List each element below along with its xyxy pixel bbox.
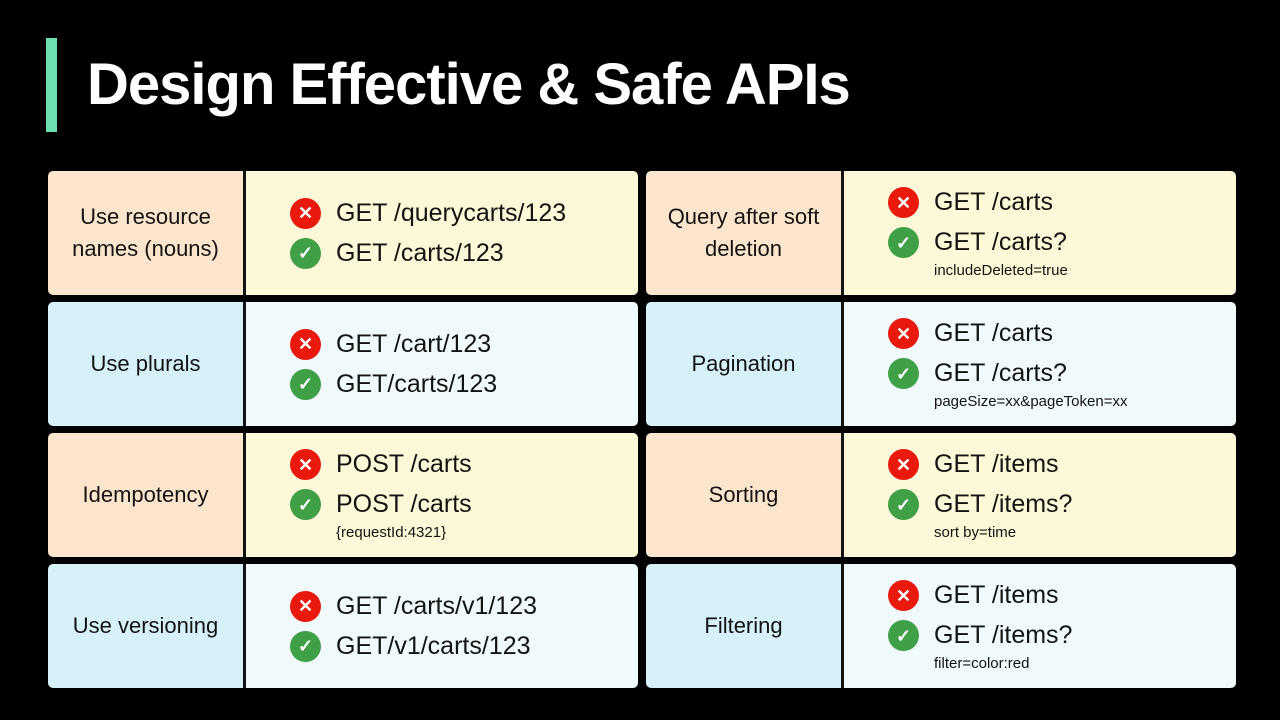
example-subtext: {requestId:4321} (336, 524, 447, 541)
cross-icon: ✕ (888, 187, 919, 218)
bad-example-text: GET /querycarts/123 (336, 198, 567, 227)
good-example-text: GET /items? (934, 621, 1073, 649)
examples-cell: ✕ GET /items ✓ GET /items? sort by=time (844, 433, 1236, 557)
check-icon: ✓ (888, 620, 919, 651)
practice-label: Sorting (646, 433, 844, 557)
good-example: ✓ POST /carts (290, 489, 638, 520)
good-example-text: GET /carts/123 (336, 238, 504, 267)
practice-label: Idempotency (48, 433, 246, 557)
good-example-text: GET/carts/123 (336, 369, 498, 398)
good-example: ✓ GET/v1/carts/123 (290, 630, 638, 662)
examples-cell: ✕ POST /carts ✓ POST /carts {requestId:4… (246, 433, 638, 557)
good-example: ✓ GET/carts/123 (290, 368, 638, 400)
practice-label: Pagination (646, 302, 844, 426)
good-example: ✓ GET /items? (888, 620, 1236, 651)
good-example-text: POST /carts (336, 490, 472, 518)
bad-example: ✕ GET /items (888, 580, 1236, 611)
practice-label: Query after soft deletion (646, 171, 844, 295)
good-example-text: GET /items? (934, 490, 1073, 518)
good-example: ✓ GET /carts? (888, 227, 1236, 258)
card-soft-deletion: Query after soft deletion ✕ GET /carts ✓… (646, 171, 1236, 295)
example-subtext: sort by=time (934, 524, 1017, 541)
bad-example: ✕ GET /items (888, 449, 1236, 480)
api-practices-table: Use resource names (nouns) ✕ GET /queryc… (48, 171, 1236, 688)
table-row: Use resource names (nouns) ✕ GET /queryc… (48, 171, 1236, 295)
card-sorting: Sorting ✕ GET /items ✓ GET /items? sort … (646, 433, 1236, 557)
bad-example: ✕ GET /carts (888, 187, 1236, 218)
table-row: Idempotency ✕ POST /carts ✓ POST /carts … (48, 433, 1236, 557)
table-row: Use versioning ✕ GET /carts/v1/123 ✓ GET… (48, 564, 1236, 688)
bad-example-text: POST /carts (336, 450, 472, 478)
accent-bar (46, 38, 57, 132)
bad-example-text: GET /carts (934, 319, 1054, 347)
check-icon: ✓ (888, 227, 919, 258)
bad-example: ✕ POST /carts (290, 449, 638, 480)
examples-cell: ✕ GET /cart/123 ✓ GET/carts/123 (246, 302, 638, 426)
check-icon: ✓ (888, 489, 919, 520)
practice-label: Use versioning (48, 564, 246, 688)
cross-icon: ✕ (290, 449, 321, 480)
good-example: ✓ GET /carts? (888, 358, 1236, 389)
example-subtext: filter=color:red (934, 655, 1030, 672)
bad-example-text: GET /items (934, 450, 1059, 478)
examples-cell: ✕ GET /carts ✓ GET /carts? pageSize=xx&p… (844, 302, 1236, 426)
table-row: Use plurals ✕ GET /cart/123 ✓ GET/carts/… (48, 302, 1236, 426)
bad-example: ✕ GET /carts/v1/123 (290, 590, 638, 622)
examples-cell: ✕ GET /carts/v1/123 ✓ GET/v1/carts/123 (246, 564, 638, 688)
example-subtext: includeDeleted=true (934, 262, 1068, 279)
bad-example: ✕ GET /querycarts/123 (290, 197, 638, 229)
good-example-text: GET /carts? (934, 228, 1067, 256)
check-icon: ✓ (888, 358, 919, 389)
bad-example: ✕ GET /carts (888, 318, 1236, 349)
bad-example-text: GET /items (934, 581, 1059, 609)
bad-example-text: GET /carts/v1/123 (336, 591, 538, 620)
card-filtering: Filtering ✕ GET /items ✓ GET /items? fil… (646, 564, 1236, 688)
cross-icon: ✕ (290, 328, 321, 360)
check-icon: ✓ (290, 237, 321, 269)
bad-example: ✕ GET /cart/123 (290, 328, 638, 360)
card-idempotency: Idempotency ✕ POST /carts ✓ POST /carts … (48, 433, 638, 557)
good-example: ✓ GET /carts/123 (290, 237, 638, 269)
cross-icon: ✕ (290, 590, 321, 622)
card-use-plurals: Use plurals ✕ GET /cart/123 ✓ GET/carts/… (48, 302, 638, 426)
good-example: ✓ GET /items? (888, 489, 1236, 520)
good-example-text: GET /carts? (934, 359, 1067, 387)
bad-example-text: GET /carts (934, 188, 1054, 216)
title-block: Design Effective & Safe APIs (46, 38, 851, 132)
cross-icon: ✕ (888, 318, 919, 349)
examples-cell: ✕ GET /querycarts/123 ✓ GET /carts/123 (246, 171, 638, 295)
examples-cell: ✕ GET /carts ✓ GET /carts? includeDelete… (844, 171, 1236, 295)
card-resource-names: Use resource names (nouns) ✕ GET /queryc… (48, 171, 638, 295)
examples-cell: ✕ GET /items ✓ GET /items? filter=color:… (844, 564, 1236, 688)
example-subtext: pageSize=xx&pageToken=xx (934, 393, 1128, 410)
practice-label: Use resource names (nouns) (48, 171, 246, 295)
card-versioning: Use versioning ✕ GET /carts/v1/123 ✓ GET… (48, 564, 638, 688)
check-icon: ✓ (290, 489, 321, 520)
cross-icon: ✕ (888, 580, 919, 611)
card-pagination: Pagination ✕ GET /carts ✓ GET /carts? pa… (646, 302, 1236, 426)
bad-example-text: GET /cart/123 (336, 329, 492, 358)
check-icon: ✓ (290, 368, 321, 400)
cross-icon: ✕ (888, 449, 919, 480)
check-icon: ✓ (290, 630, 321, 662)
practice-label: Use plurals (48, 302, 246, 426)
cross-icon: ✕ (290, 197, 321, 229)
page-title: Design Effective & Safe APIs (87, 52, 851, 117)
good-example-text: GET/v1/carts/123 (336, 631, 531, 660)
practice-label: Filtering (646, 564, 844, 688)
